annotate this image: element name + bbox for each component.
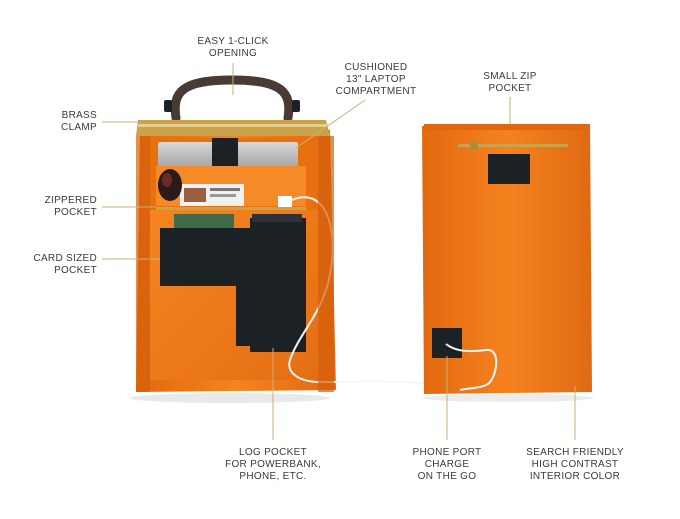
pouch-body: [422, 124, 592, 394]
log-pocket: [250, 218, 306, 352]
callout-easy-opening: EASY 1-CLICK OPENING: [197, 36, 269, 59]
callout-brass-clamp: BRASS CLAMP: [61, 110, 97, 133]
callout-card-sized-pocket: CARD SIZED POCKET: [33, 253, 97, 276]
callout-small-zip-pocket: SMALL ZIP POCKET: [483, 71, 537, 94]
leader-lines: [102, 63, 576, 440]
zip-patch: [488, 154, 530, 184]
callout-laptop-compartment: CUSHIONED 13" LAPTOP COMPARTMENT: [335, 62, 417, 97]
zipper-pocket-line: [156, 207, 306, 210]
small-zip: [458, 144, 568, 147]
phone-port: [432, 328, 462, 358]
callout-interior-color: SEARCH FRIENDLY HIGH CONTRAST INTERIOR C…: [526, 447, 624, 482]
card-pocket: [160, 228, 242, 286]
callout-log-pocket: LOG POCKET FOR POWERBANK, PHONE, ETC.: [225, 447, 321, 482]
callout-phone-port: PHONE PORT CHARGE ON THE GO: [412, 447, 482, 482]
callout-zippered-pocket: ZIPPERED POCKET: [44, 195, 97, 218]
open-backpack: [130, 75, 441, 403]
pouch: [422, 124, 594, 402]
brass-clamp: [136, 120, 330, 136]
handle: [170, 75, 294, 123]
